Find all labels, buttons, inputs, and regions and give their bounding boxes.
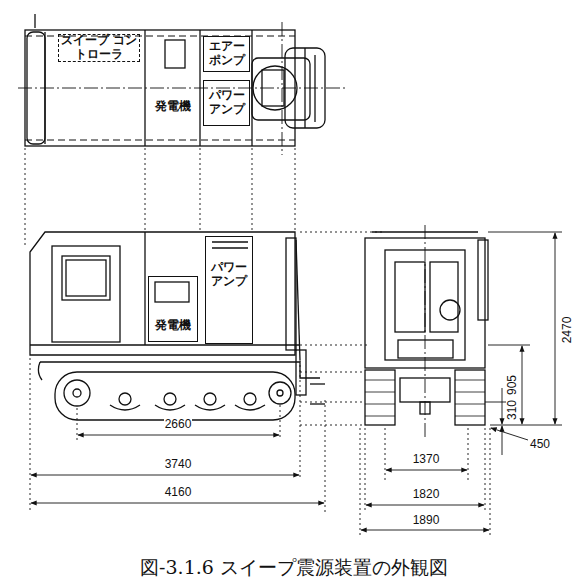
part-name: 発電機: [155, 319, 191, 333]
dimension-lines: [360, 232, 562, 538]
part-name: スイープ コントローラ: [60, 34, 138, 62]
dimension-value: 3740: [164, 458, 193, 470]
side-view: [30, 232, 325, 420]
dimension-value: 1370: [412, 453, 441, 465]
dimension-lines: [30, 358, 325, 512]
component-box: 発電機: [148, 276, 198, 342]
dimension-value: 905: [506, 374, 518, 396]
figure-caption: 図-3.1.6 スイープ震源装置の外観図: [140, 555, 448, 581]
top-view: [18, 14, 345, 155]
dimension-value: 1820: [412, 488, 441, 500]
dimension-value: 310: [506, 399, 518, 421]
dimension-value: 2660: [164, 418, 193, 430]
dimension-value: 1890: [412, 514, 441, 526]
part-name: パワー アンプ: [205, 89, 248, 117]
rear-view: [365, 225, 488, 440]
projection-lines: [25, 148, 385, 425]
dimension-value: 450: [529, 438, 551, 450]
component-box: スイープ コントローラ: [58, 34, 140, 62]
part-name: パワー アンプ: [207, 261, 251, 289]
dimension-value: 4160: [164, 486, 193, 498]
component-box: パワー アンプ: [203, 80, 250, 126]
dimension-value: 2470: [561, 316, 573, 345]
component-box: 発電機: [148, 34, 198, 144]
part-name: 発電機: [155, 100, 191, 114]
component-box: エアー ポンプ: [203, 36, 250, 72]
part-name: エアー ポンプ: [205, 40, 248, 68]
component-box: パワー アンプ: [205, 236, 253, 344]
